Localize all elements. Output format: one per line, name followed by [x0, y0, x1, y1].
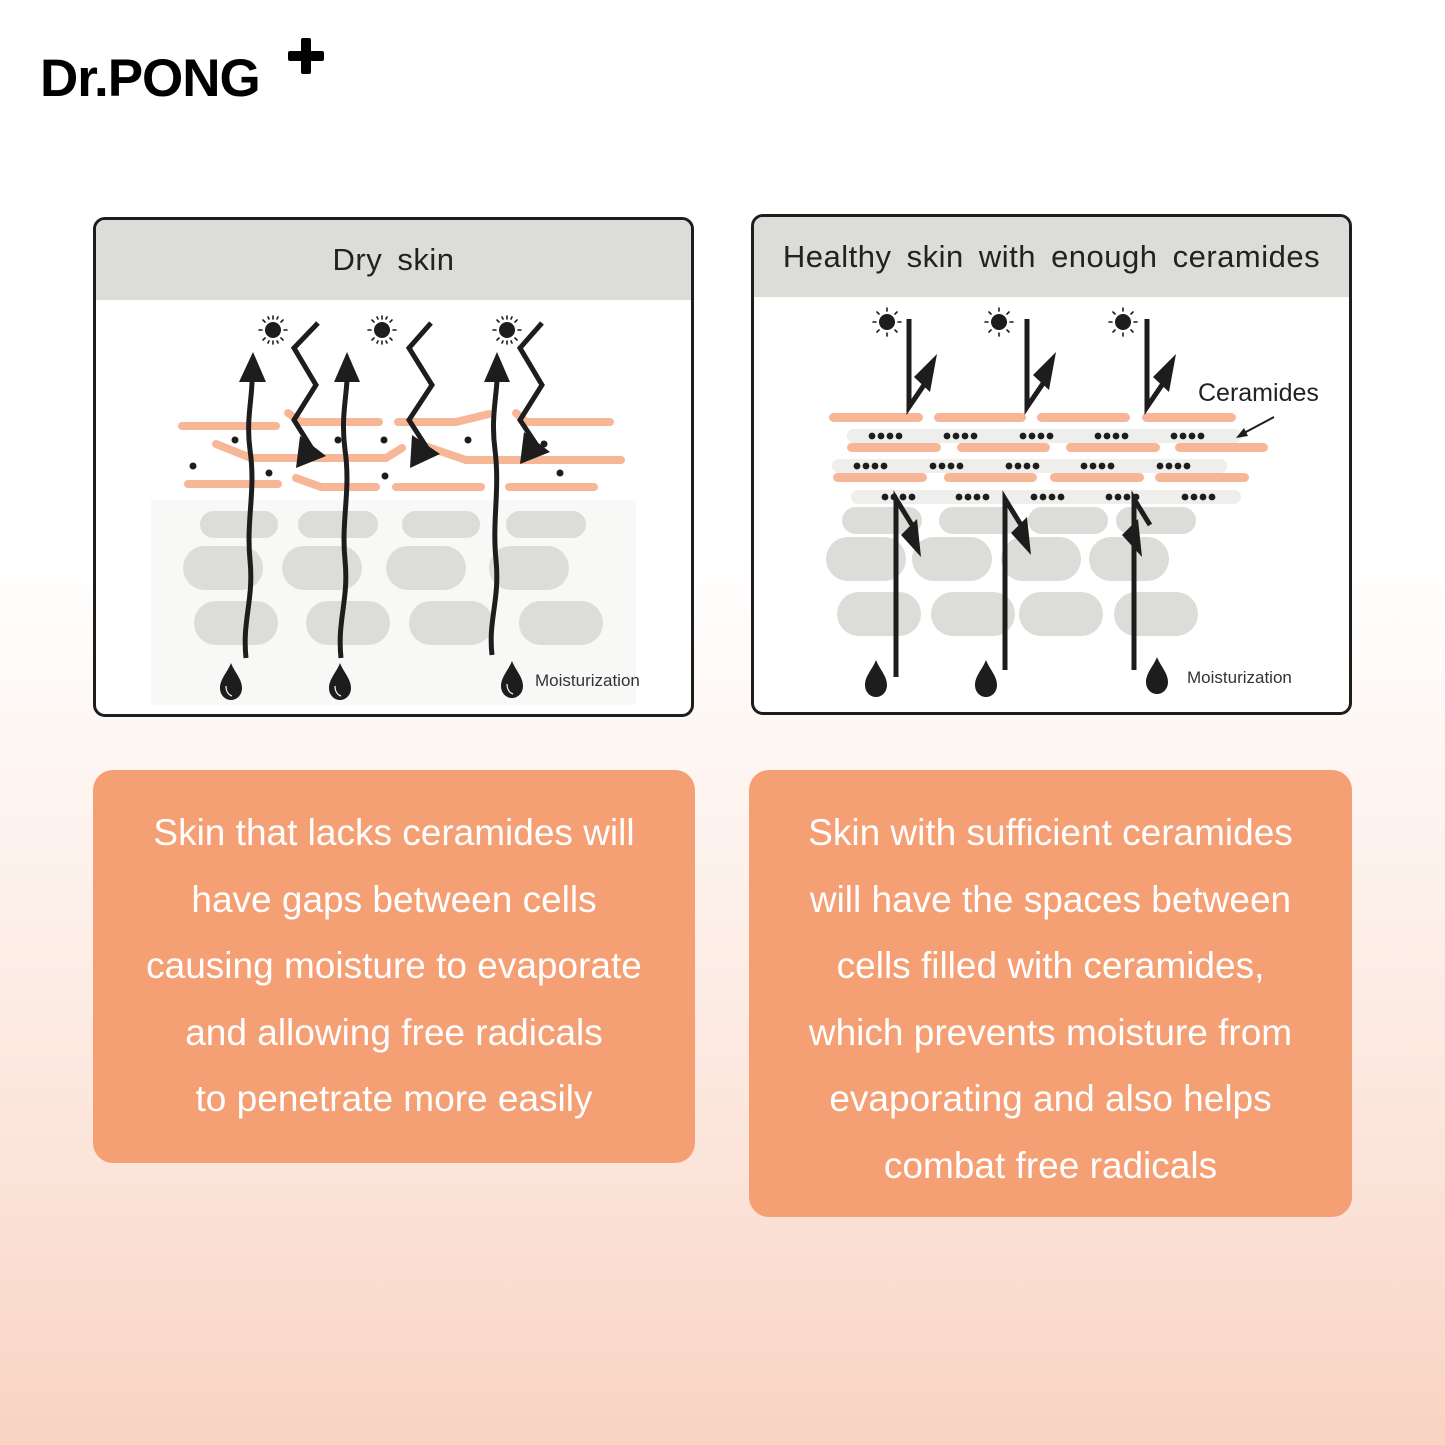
healthy-skin-panel: Healthy skin with enough ceramides — [751, 214, 1352, 715]
description-line: cells filled with ceramides, — [836, 945, 1265, 986]
dry-skin-diagram: Moisturization — [151, 315, 640, 705]
water-drop-icons — [220, 661, 523, 700]
lipid-layer — [829, 413, 1268, 482]
description-line: evaporating and also helps — [829, 1078, 1272, 1119]
moisturization-label: Moisturization — [535, 671, 640, 690]
description-line: causing moisture to evaporate — [146, 945, 642, 986]
moisturization-label: Moisturization — [1187, 668, 1292, 687]
panel-title: Dry skin — [96, 220, 691, 300]
bottom-arrow-heads — [901, 517, 1142, 557]
description-line: which prevents moisture from — [808, 1011, 1293, 1053]
brand-logo: Dr.PONG — [40, 38, 324, 108]
healthy-skin-description: Skin with sufficient ceramides will have… — [749, 770, 1352, 1217]
healthy-skin-diagram: Ceramides Moisturization — [826, 307, 1319, 697]
ceramides-pointer-arrow — [1236, 416, 1275, 438]
description-line: have gaps between cells — [191, 878, 597, 920]
scattered-dots — [189, 436, 564, 480]
blocked-top-arrows — [906, 319, 1167, 416]
brand-name: Dr.PONG — [40, 49, 261, 108]
dry-skin-panel: Dry skin — [93, 217, 694, 717]
description-line: combat free radicals — [883, 1144, 1218, 1186]
wavy-up-arrows — [242, 379, 500, 659]
description-line: and allowing free radicals — [185, 1011, 603, 1053]
ceramides-label: Ceramides — [1198, 379, 1319, 407]
ceramide-filler — [832, 429, 1242, 504]
arrow-heads — [239, 352, 510, 382]
description-line: will have the spaces between — [809, 878, 1292, 920]
skin-cells — [183, 511, 603, 645]
dry-skin-description: Skin that lacks ceramides will have gaps… — [93, 770, 695, 1163]
top-arrow-heads — [914, 352, 1176, 392]
water-drop-icons — [865, 657, 1168, 697]
plus-icon — [288, 38, 324, 74]
skin-cells — [826, 507, 1198, 636]
sun-icons — [872, 307, 1138, 337]
sun-icons — [258, 315, 522, 345]
panel-title: Healthy skin with enough ceramides — [754, 217, 1349, 297]
blocked-bottom-arrows — [893, 490, 1153, 677]
description-line: Skin with sufficient ceramides — [808, 812, 1293, 853]
zigzag-arrows — [290, 321, 545, 454]
description-line: to penetrate more easily — [195, 1078, 593, 1119]
zigzag-arrow-heads — [296, 432, 550, 468]
description-line: Skin that lacks ceramides will — [153, 812, 635, 853]
